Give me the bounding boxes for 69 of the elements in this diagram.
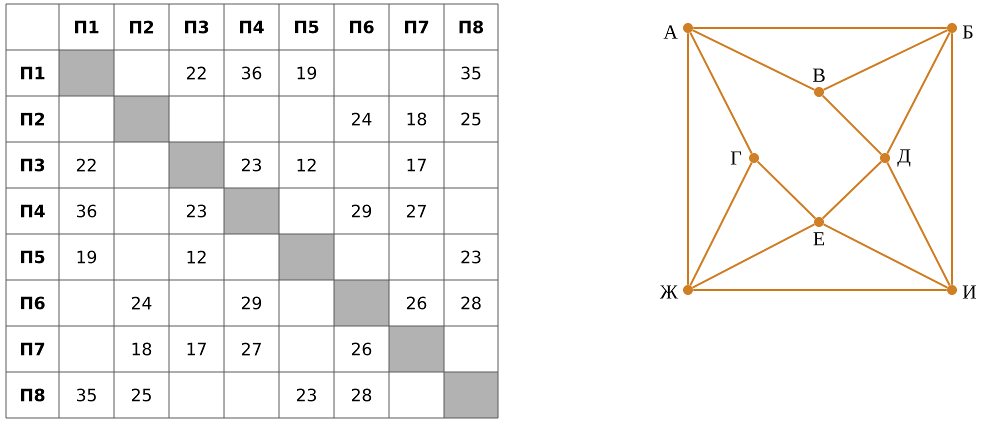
graph-edge <box>692 29 815 91</box>
row-header: П8 <box>21 388 44 402</box>
vertex-label: Б <box>962 25 973 39</box>
graph-edge <box>823 29 948 91</box>
graph-edge <box>757 160 816 220</box>
table-cell: 12 <box>298 158 316 172</box>
vertex-label: А <box>664 25 678 39</box>
table-cell: 28 <box>461 296 481 310</box>
graph-edge <box>689 32 753 154</box>
column-header: П4 <box>240 20 264 34</box>
table-cell: 26 <box>352 342 372 356</box>
vertex-label: Д <box>897 149 910 167</box>
vertex-label: В <box>812 68 825 82</box>
row-header: П2 <box>21 112 44 126</box>
table-cell: 23 <box>461 250 480 264</box>
table-cell: 36 <box>77 204 96 218</box>
table-cell: 23 <box>296 388 316 402</box>
table-cell: 25 <box>132 388 151 402</box>
column-header: П2 <box>130 20 154 34</box>
row-header: П6 <box>21 296 45 310</box>
table-cell: 26 <box>406 296 426 310</box>
vertex-label: Е <box>813 232 824 246</box>
table-cell: 17 <box>188 342 206 356</box>
column-header: П5 <box>295 20 318 34</box>
table-cell: 23 <box>242 158 261 172</box>
vertex-label: И <box>962 285 976 299</box>
graph-edge <box>693 27 947 29</box>
column-header: П7 <box>405 20 428 34</box>
column-header: П6 <box>350 20 374 34</box>
table-cell: 23 <box>186 204 206 218</box>
table-cell: 18 <box>408 112 426 126</box>
table-cell: 29 <box>242 296 262 310</box>
column-header: П1 <box>75 20 98 34</box>
table-cell: 17 <box>408 158 426 172</box>
graph-edge <box>823 223 948 289</box>
table-cell: 24 <box>132 296 152 310</box>
graph-edge <box>886 32 951 154</box>
graph-edge <box>692 224 815 288</box>
table-cell: 36 <box>242 66 262 80</box>
table-cell: 22 <box>186 66 206 80</box>
table-cell: 19 <box>298 66 316 80</box>
graph-edge <box>886 162 951 286</box>
vertex-label: Ж <box>660 285 678 299</box>
column-header: П8 <box>460 20 483 34</box>
table-cell: 25 <box>461 112 480 126</box>
table-cell: 18 <box>132 342 152 356</box>
row-header: П4 <box>21 204 45 218</box>
table-cell: 22 <box>76 158 96 172</box>
graph-edge <box>687 33 689 285</box>
table-cell: 12 <box>188 250 206 264</box>
graph-edge <box>689 162 753 286</box>
table-cell: 29 <box>352 204 372 218</box>
graph-edge <box>951 33 953 285</box>
row-header: П1 <box>21 66 44 80</box>
column-header: П3 <box>185 20 208 34</box>
table-cell: 35 <box>77 388 96 402</box>
table-cell: 19 <box>78 250 96 264</box>
graph-edge <box>822 94 882 156</box>
graph-edge <box>822 160 882 220</box>
row-header: П5 <box>21 250 44 264</box>
graph-edge <box>693 289 947 291</box>
row-header: П7 <box>21 342 44 356</box>
table-cell: 27 <box>406 204 426 218</box>
table-cell: 28 <box>352 388 372 402</box>
table-cell: 27 <box>242 342 261 356</box>
table-cell: 35 <box>462 66 480 80</box>
row-header: П3 <box>21 158 44 172</box>
vertex-label: Г <box>730 151 742 165</box>
table-cell: 24 <box>352 112 372 126</box>
